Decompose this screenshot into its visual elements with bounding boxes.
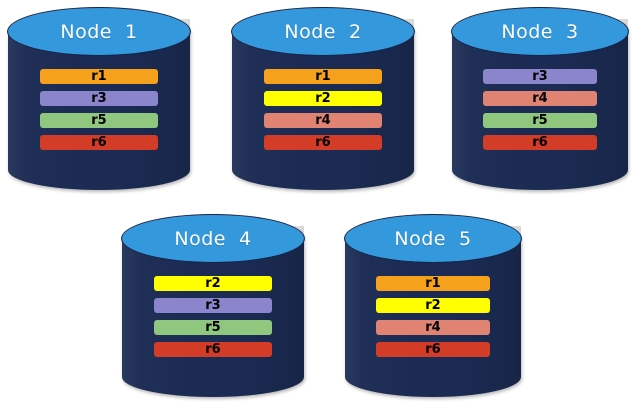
replica-bar-r5[interactable]: r5 — [482, 113, 598, 128]
replica-gap — [264, 128, 382, 135]
replica-bar-r2[interactable]: r2 — [375, 298, 491, 313]
cylinder-top-ellipse — [345, 215, 521, 263]
replica-gap — [483, 128, 597, 135]
node-label: Node 3 — [501, 20, 579, 43]
cylinder-top-ellipse — [8, 8, 190, 56]
replica-bar-r4[interactable]: r4 — [375, 320, 491, 335]
replica-stack: r1 r2 r4 r6 — [263, 69, 383, 150]
replica-stack: r3 r4 r5 r6 — [482, 69, 598, 150]
replica-bar-r5[interactable]: r5 — [153, 320, 273, 335]
node-label: Node 4 — [174, 227, 252, 250]
replica-gap — [376, 335, 490, 342]
replica-gap — [40, 106, 158, 113]
replica-gap — [154, 313, 272, 320]
cylinder-top-ellipse — [452, 8, 628, 56]
database-node-3[interactable]: Node 3 r3 r4 r5 r6 — [451, 7, 629, 190]
database-node-1[interactable]: Node 1 r1 r3 r5 r6 — [7, 7, 191, 190]
replica-gap — [154, 335, 272, 342]
replica-bar-r5[interactable]: r5 — [39, 113, 159, 128]
replica-gap — [154, 291, 272, 298]
replica-bar-r3[interactable]: r3 — [153, 298, 273, 313]
replica-bar-r6[interactable]: r6 — [153, 342, 273, 357]
replica-stack: r2 r3 r5 r6 — [153, 276, 273, 357]
replica-bar-r1[interactable]: r1 — [39, 69, 159, 84]
replica-bar-r2[interactable]: r2 — [153, 276, 273, 291]
replica-bar-r6[interactable]: r6 — [482, 135, 598, 150]
replica-bar-r6[interactable]: r6 — [39, 135, 159, 150]
replica-bar-r3[interactable]: r3 — [39, 91, 159, 106]
replica-gap — [483, 106, 597, 113]
replica-bar-r6[interactable]: r6 — [375, 342, 491, 357]
node-label: Node 1 — [60, 20, 138, 43]
cylinder-top-ellipse — [122, 215, 304, 263]
replica-bar-r3[interactable]: r3 — [482, 69, 598, 84]
replica-gap — [40, 84, 158, 91]
replica-gap — [376, 291, 490, 298]
database-node-4[interactable]: Node 4 r2 r3 r5 r6 — [121, 214, 305, 397]
replica-stack: r1 r3 r5 r6 — [39, 69, 159, 150]
replica-bar-r1[interactable]: r1 — [375, 276, 491, 291]
replica-bar-r1[interactable]: r1 — [263, 69, 383, 84]
replica-bar-r4[interactable]: r4 — [482, 91, 598, 106]
replica-stack: r1 r2 r4 r6 — [375, 276, 491, 357]
replica-gap — [264, 106, 382, 113]
replica-gap — [40, 128, 158, 135]
node-label: Node 2 — [284, 20, 362, 43]
replica-bar-r6[interactable]: r6 — [263, 135, 383, 150]
replica-bar-r2[interactable]: r2 — [263, 91, 383, 106]
replica-gap — [376, 313, 490, 320]
replica-gap — [483, 84, 597, 91]
replica-bar-r4[interactable]: r4 — [263, 113, 383, 128]
replica-gap — [264, 84, 382, 91]
node-label: Node 5 — [394, 227, 472, 250]
database-node-5[interactable]: Node 5 r1 r2 r4 r6 — [344, 214, 522, 397]
database-node-2[interactable]: Node 2 r1 r2 r4 r6 — [231, 7, 415, 190]
cylinder-top-ellipse — [232, 8, 414, 56]
